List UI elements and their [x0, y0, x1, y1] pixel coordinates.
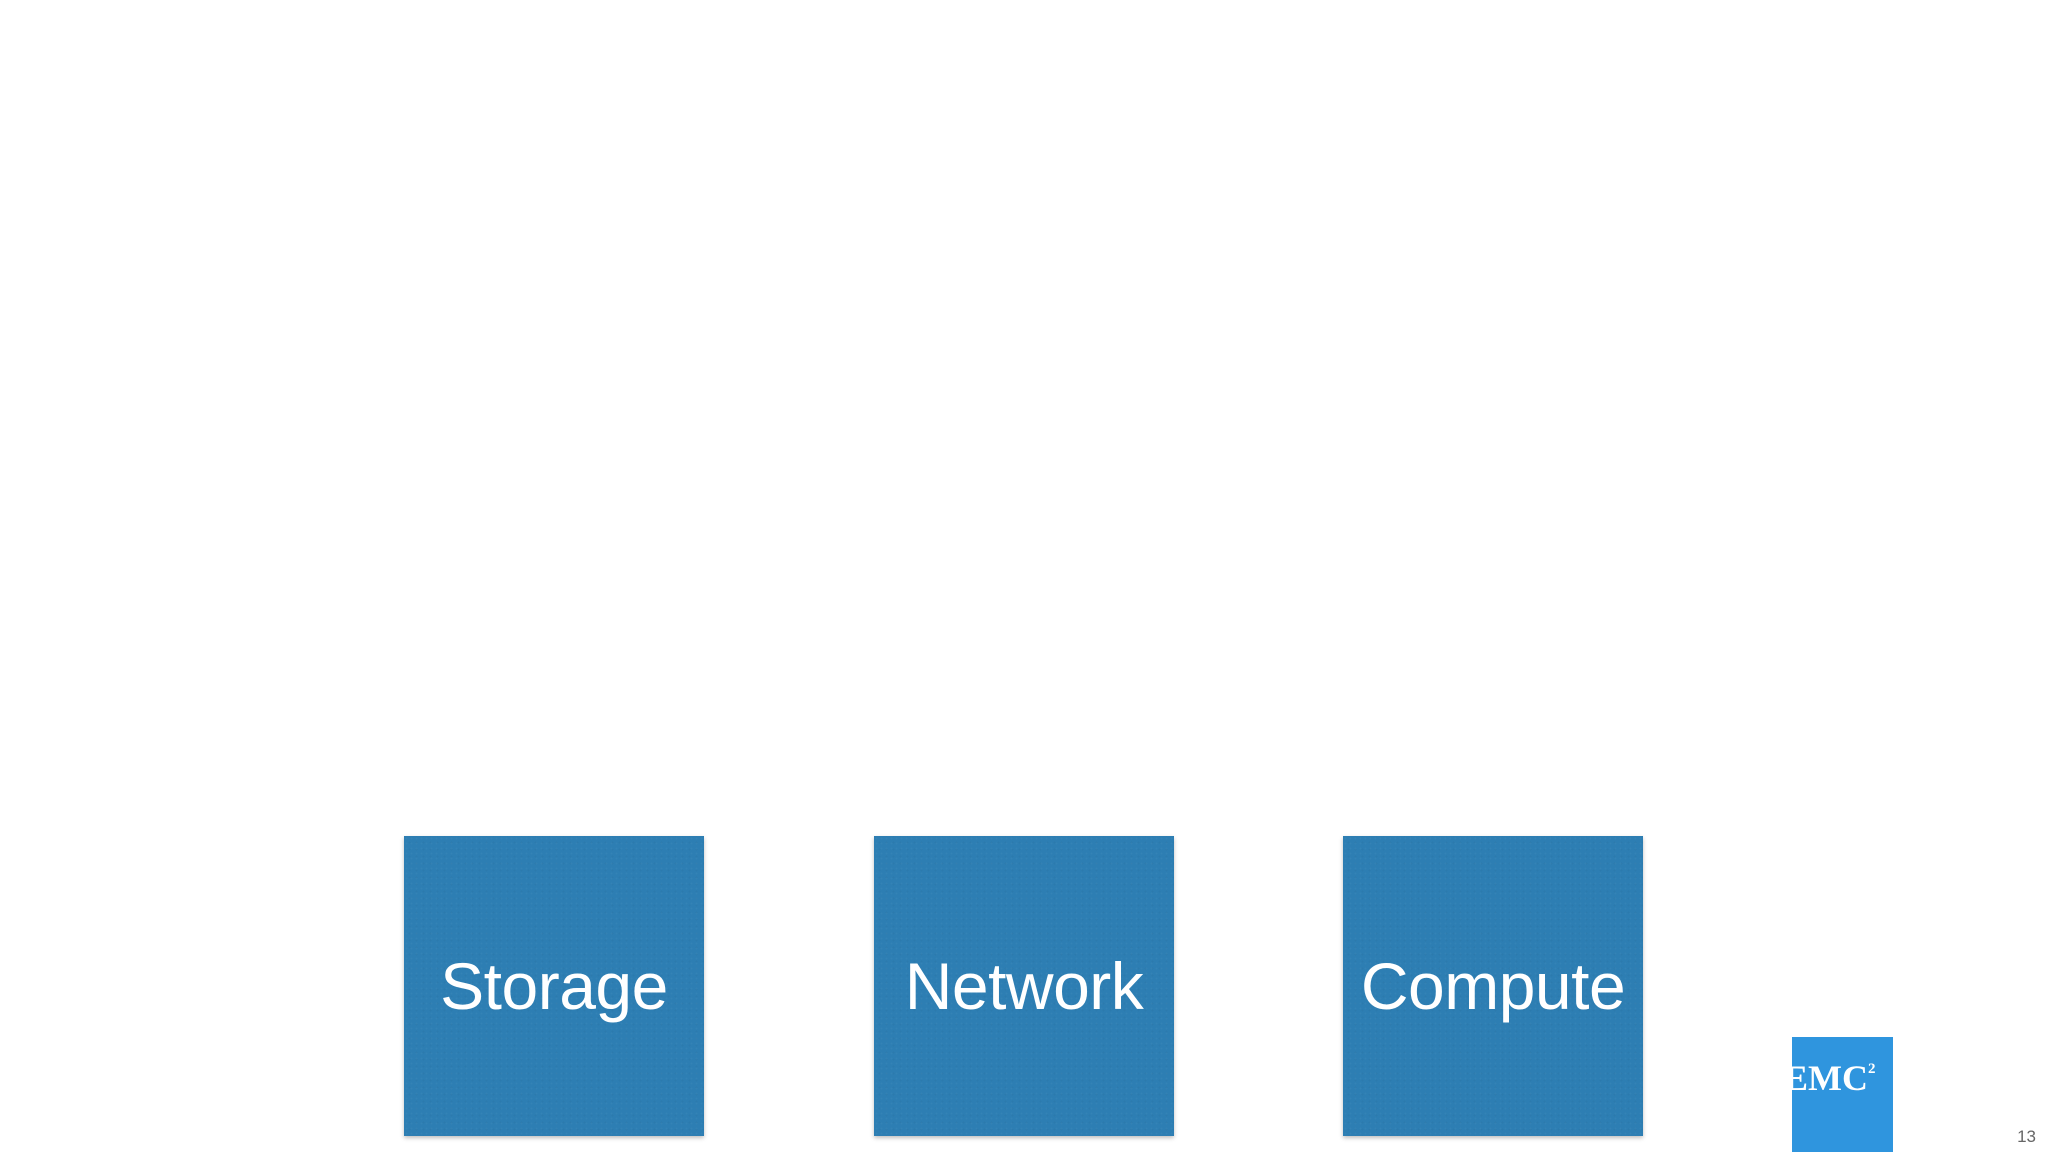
compute-label: Compute [1360, 949, 1626, 1023]
compute-tile: Compute [1343, 836, 1643, 1136]
logo-superscript: 2 [1868, 1061, 1876, 1077]
logo-text: EMC [1792, 1058, 1868, 1098]
logo-wordmark: EMC2 [1792, 1057, 1876, 1099]
storage-label: Storage [440, 949, 668, 1023]
network-label: Network [904, 949, 1144, 1023]
network-tile: Network [874, 836, 1174, 1136]
page-number: 13 [2017, 1127, 2036, 1146]
storage-tile: Storage [404, 836, 704, 1136]
emc-logo: EMC2 [1792, 1037, 1893, 1152]
